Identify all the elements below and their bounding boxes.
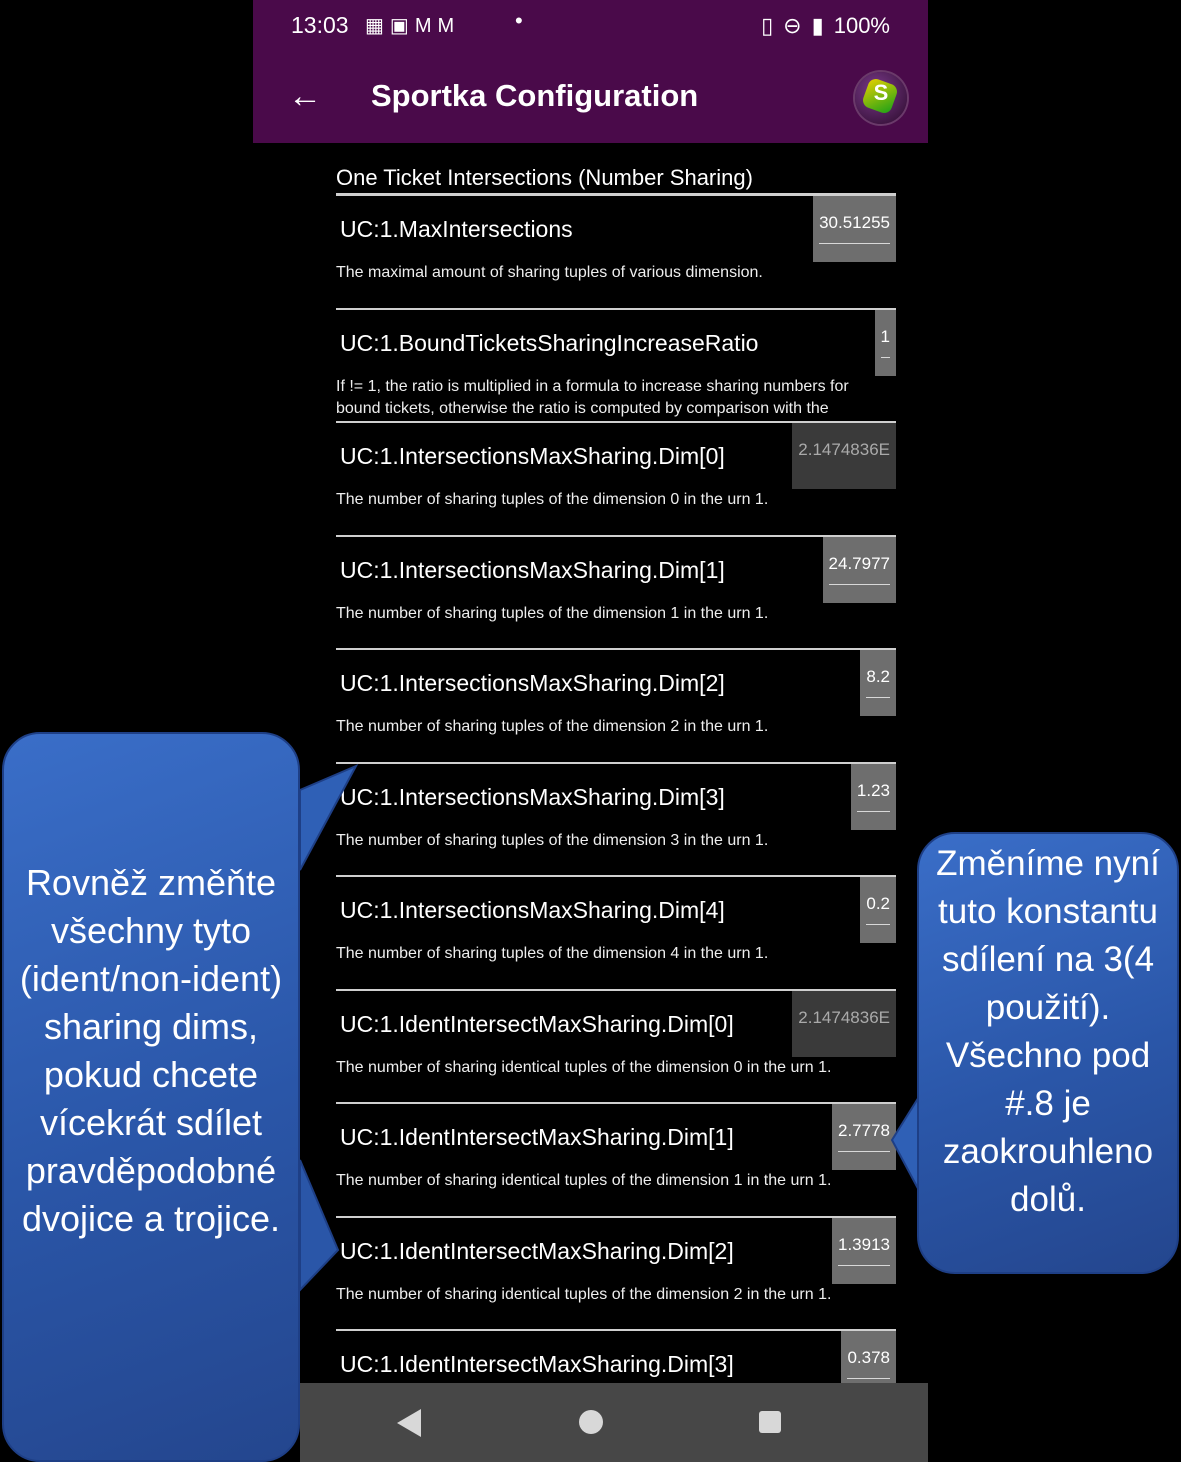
dnd-icon: ⊖ xyxy=(783,13,802,38)
setting-title: UC:1.IntersectionsMaxSharing.Dim[4] xyxy=(340,897,725,923)
setting-value-input[interactable]: 2.7778 xyxy=(832,1104,896,1170)
setting-description: The number of sharing tuples of the dime… xyxy=(336,604,769,622)
setting-row[interactable]: UC:1.IdentIntersectMaxSharing.Dim[0] 2.1… xyxy=(336,990,896,1104)
callout-left: Rovněž změňte všechny tyto (ident/non-id… xyxy=(2,732,300,1462)
sportka-logo-icon[interactable]: S xyxy=(855,72,907,124)
setting-title: UC:1.IdentIntersectMaxSharing.Dim[2] xyxy=(340,1237,734,1264)
setting-value-input[interactable]: 2.1474836E xyxy=(792,990,896,1057)
page-title: Sportka Configuration xyxy=(371,78,699,113)
battery-level: 100% xyxy=(833,13,890,38)
notification-icon: ▦ xyxy=(365,15,390,37)
setting-value-input[interactable]: 1.23 xyxy=(850,763,896,830)
battery-icon: ▮ xyxy=(811,13,824,38)
setting-description: The number of sharing identical tuples o… xyxy=(336,1285,832,1303)
setting-row[interactable]: UC:1.BoundTicketsSharingIncreaseRatio 1 … xyxy=(336,309,896,423)
setting-description: The number of sharing tuples of the dime… xyxy=(336,945,769,962)
setting-title: UC:1.IdentIntersectMaxSharing.Dim[3] xyxy=(340,1351,734,1377)
setting-title: UC:1.BoundTicketsSharingIncreaseRatio xyxy=(340,329,759,356)
setting-title: UC:1.IntersectionsMaxSharing.Dim[0] xyxy=(340,443,725,469)
callout-right: Změníme nyní tuto konstantu sdílení na 3… xyxy=(917,832,1179,1274)
vibrate-icon: ▯ xyxy=(761,13,774,38)
setting-title: UC:1.IdentIntersectMaxSharing.Dim[0] xyxy=(340,1010,734,1037)
status-bar: 13:03 ▦▣MM • ▯ ⊖ ▮ 100% xyxy=(253,0,928,54)
setting-value-input[interactable]: 2.1474836E xyxy=(792,423,896,489)
nav-home-icon[interactable] xyxy=(579,1410,603,1434)
status-right: ▯ ⊖ ▮ 100% xyxy=(761,13,890,39)
nav-back-icon[interactable] xyxy=(397,1409,421,1437)
setting-row[interactable]: UC:1.IntersectionsMaxSharing.Dim[4] 0.2 … xyxy=(336,877,896,991)
navigation-bar xyxy=(300,1383,928,1462)
setting-description: The number of sharing tuples of the dime… xyxy=(336,718,769,735)
settings-list: One Ticket Intersections (Number Sharing… xyxy=(336,143,896,1445)
setting-title: UC:1.IntersectionsMaxSharing.Dim[3] xyxy=(340,783,725,810)
more-notifications-icon: • xyxy=(515,8,523,33)
setting-description: The number of sharing identical tuples o… xyxy=(336,1172,832,1189)
setting-description: The number of sharing tuples of the dime… xyxy=(336,831,769,849)
arrow-left-icon[interactable]: ← xyxy=(288,77,322,115)
setting-value-input[interactable]: 24.7977 xyxy=(822,536,896,603)
setting-row[interactable]: UC:1.IdentIntersectMaxSharing.Dim[3] 0.3… xyxy=(336,1331,896,1445)
section-header: One Ticket Intersections (Number Sharing… xyxy=(336,143,896,196)
setting-row[interactable]: UC:1.IntersectionsMaxSharing.Dim[2] 8.2 … xyxy=(336,650,896,764)
nav-recents-icon[interactable] xyxy=(759,1411,781,1433)
setting-row[interactable]: UC:1.IntersectionsMaxSharing.Dim[1] 24.7… xyxy=(336,536,896,650)
app-bar: ← Sportka Configuration S xyxy=(253,54,928,143)
setting-title: UC:1.IntersectionsMaxSharing.Dim[1] xyxy=(340,556,725,583)
notification-icons: ▦▣MM xyxy=(365,13,460,38)
callout-left-tail xyxy=(299,763,359,1293)
setting-title: UC:1.IdentIntersectMaxSharing.Dim[1] xyxy=(340,1124,734,1150)
setting-title: UC:1.MaxIntersections xyxy=(340,216,573,242)
setting-row[interactable]: UC:1.IntersectionsMaxSharing.Dim[3] 1.23… xyxy=(336,763,896,877)
setting-value-input[interactable]: 8.2 xyxy=(860,650,896,716)
setting-value-input[interactable]: 1 xyxy=(874,309,896,376)
gmail-icon: M xyxy=(414,15,438,37)
calendar-icon: ▣ xyxy=(389,15,415,37)
setting-row[interactable]: UC:1.IntersectionsMaxSharing.Dim[0] 2.14… xyxy=(336,423,896,537)
setting-row[interactable]: UC:1.IdentIntersectMaxSharing.Dim[1] 2.7… xyxy=(336,1104,896,1218)
setting-title: UC:1.IntersectionsMaxSharing.Dim[2] xyxy=(340,670,725,696)
setting-description: The number of sharing tuples of the dime… xyxy=(336,491,769,508)
setting-row[interactable]: UC:1.MaxIntersections 30.51255 The maxim… xyxy=(336,196,896,310)
setting-description: The number of sharing identical tuples o… xyxy=(336,1058,832,1076)
phone-screen: 13:03 ▦▣MM • ▯ ⊖ ▮ 100% ← Sportka Config… xyxy=(253,0,928,1462)
setting-row[interactable]: UC:1.IdentIntersectMaxSharing.Dim[2] 1.3… xyxy=(336,1217,896,1331)
setting-value-input[interactable]: 0.2 xyxy=(860,877,896,943)
setting-value-input[interactable]: 1.3913 xyxy=(832,1217,896,1284)
status-time: 13:03 xyxy=(291,12,349,38)
gmail-icon: M xyxy=(437,15,461,37)
setting-description: The maximal amount of sharing tuples of … xyxy=(336,264,763,281)
setting-value-input[interactable]: 30.51255 xyxy=(813,196,896,262)
setting-description: If != 1, the ratio is multiplied in a fo… xyxy=(336,377,849,417)
